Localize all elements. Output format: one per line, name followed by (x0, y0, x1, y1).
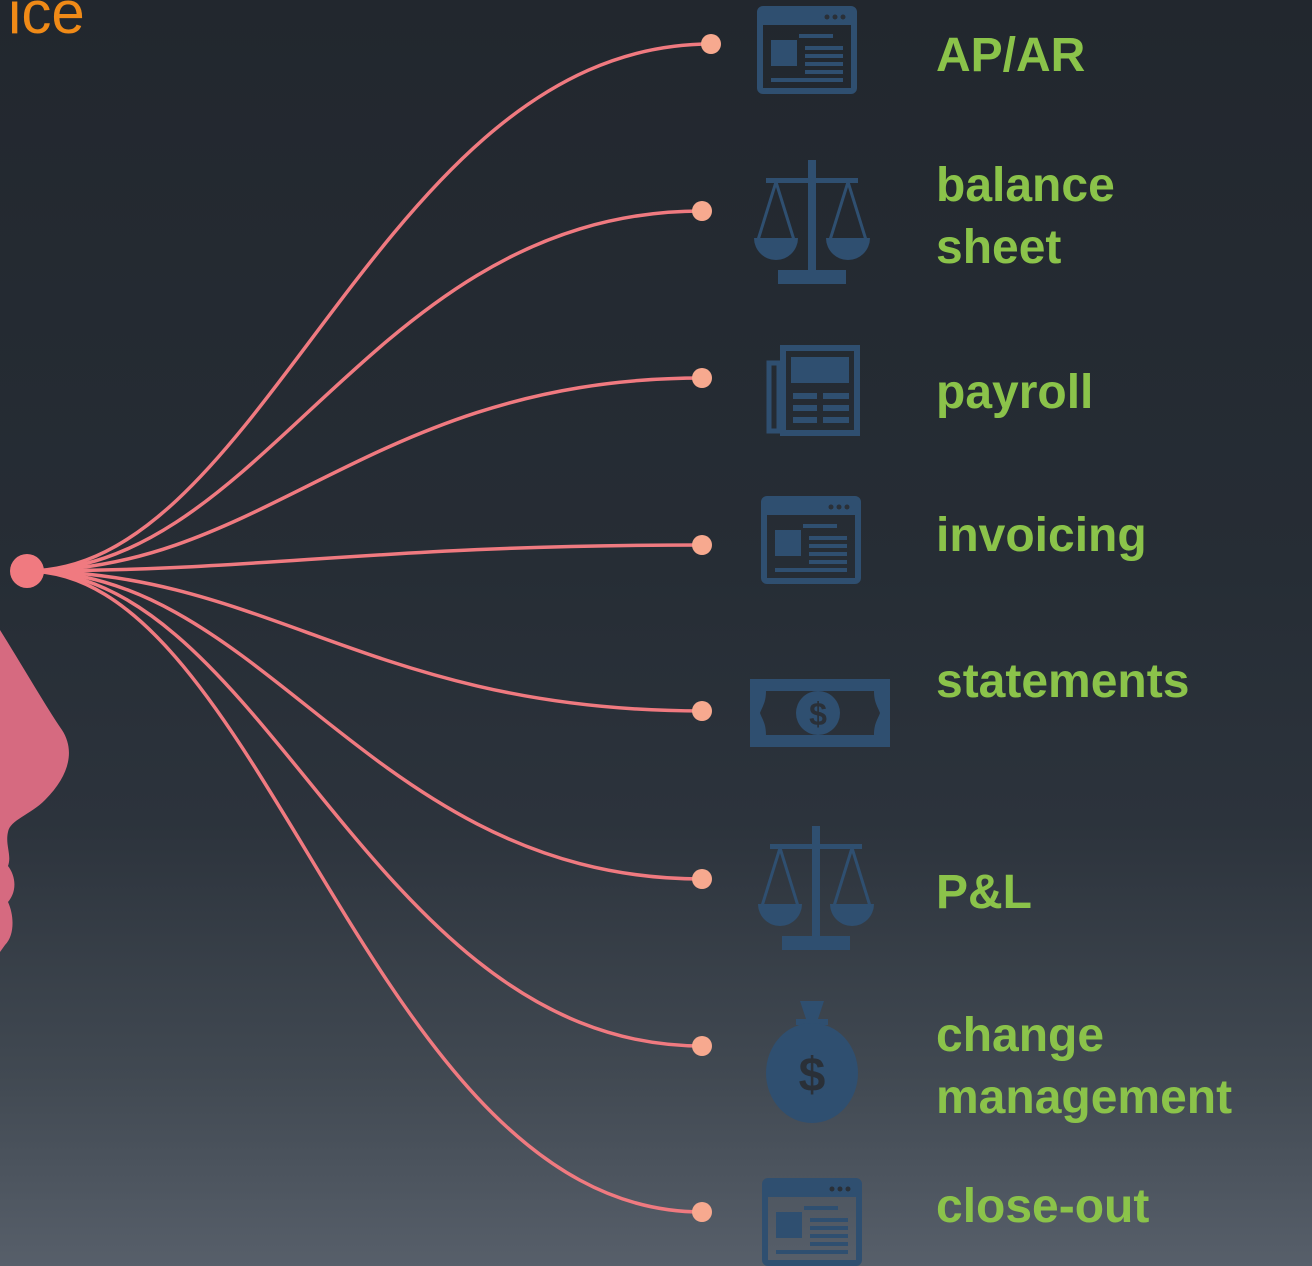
connector-line (26, 569, 703, 1048)
endpoint-dot (692, 701, 712, 721)
endpoint-dot (692, 869, 712, 889)
connector-line (26, 42, 712, 573)
browser-window-icon (761, 496, 861, 584)
connector-line (26, 209, 703, 573)
scales-icon (758, 826, 874, 950)
connector-line (26, 543, 703, 573)
item-label: close-out (936, 1180, 1150, 1233)
item-label: invoicing (936, 509, 1147, 562)
hub-node (10, 554, 44, 588)
item-label: payroll (936, 366, 1094, 419)
connector-line (26, 569, 703, 1214)
endpoint-dot (701, 34, 721, 54)
endpoint-dot (692, 1036, 712, 1056)
item-label: balance sheet (936, 159, 1115, 274)
svg-text:$: $ (799, 1049, 826, 1102)
endpoint-dot (692, 368, 712, 388)
page-title: ice (8, 0, 85, 46)
item-icons: $$ (750, 6, 890, 1266)
money-bag-icon: $ (766, 1001, 858, 1123)
scales-icon (754, 160, 870, 284)
item-label: AP/AR (936, 29, 1086, 82)
face-silhouette (0, 630, 69, 952)
endpoint-dot (692, 535, 712, 555)
endpoint-dot (692, 201, 712, 221)
connector-line (26, 569, 703, 881)
banknote-icon: $ (750, 679, 890, 747)
browser-window-icon (762, 1178, 862, 1266)
svg-text:$: $ (809, 696, 827, 732)
connector-lines (26, 42, 712, 1214)
connector-line (26, 376, 703, 573)
endpoint-dots (692, 34, 721, 1222)
connector-line (26, 569, 703, 713)
endpoint-dot (692, 1202, 712, 1222)
browser-window-icon (757, 6, 857, 94)
item-label: change management (936, 1009, 1233, 1124)
newspaper-icon (766, 345, 860, 436)
item-label: P&L (936, 866, 1032, 919)
item-label: statements (936, 655, 1190, 708)
